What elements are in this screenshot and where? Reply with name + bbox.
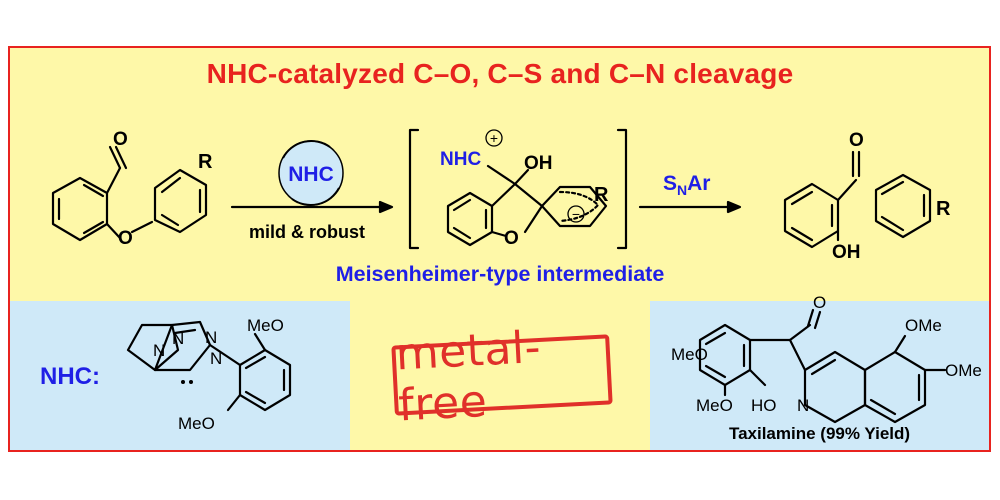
conditions-label: mild & robust	[249, 222, 365, 242]
nhc-meo-top: MeO	[247, 316, 284, 335]
catalyst-label: NHC	[288, 163, 334, 186]
nhc-n2: N	[210, 349, 222, 368]
prod-r-group: R	[936, 198, 951, 220]
tax-meo-2: MeO	[696, 396, 733, 415]
nhc-n3: N	[153, 341, 165, 360]
carbene-lone-pair-2	[189, 380, 193, 384]
sm-benzene-ring	[51, 176, 109, 242]
int-r-group: R	[594, 184, 609, 206]
sm-aryl-ring	[153, 168, 208, 234]
nhc-aryl-ring	[238, 348, 292, 412]
sm-ether-o: O	[118, 228, 133, 249]
prod-ketone-o: O	[849, 130, 864, 151]
nhc-n4: N	[172, 329, 184, 348]
plus-charge: +	[490, 130, 498, 146]
nhc-structure-panel	[10, 301, 350, 450]
tax-ho: HO	[751, 396, 777, 415]
sm-aldehyde-o: O	[113, 129, 128, 150]
tax-isoquinoline-a	[803, 350, 867, 424]
tax-isoquinoline-b	[863, 350, 927, 424]
minus-charge: −	[572, 206, 580, 222]
nhc-meo-bottom: MeO	[178, 414, 215, 433]
prod-aryl-ring	[874, 173, 932, 239]
nhc-panel-label: NHC:	[40, 363, 100, 390]
nhc-n1: N	[205, 328, 217, 347]
tax-ome-1: OMe	[905, 316, 942, 335]
taxilamine-caption: Taxilamine (99% Yield)	[728, 424, 911, 443]
int-ether-o: O	[504, 228, 519, 249]
minus-charge-circle	[567, 205, 585, 223]
snar-label: SNAr	[663, 172, 710, 198]
int-oh-label: OH	[524, 153, 553, 174]
tax-n: N	[797, 396, 809, 415]
metal-free-stamp: metal-free	[391, 322, 613, 431]
sm-r-group: R	[198, 151, 213, 173]
intermediate-caption: Meisenheimer-type intermediate	[335, 262, 665, 286]
nhc-pyrrolidine-ring	[126, 323, 180, 372]
int-anion-ring	[540, 185, 608, 228]
diagram-title: NHC-catalyzed C–O, C–S and C–N cleavage	[206, 58, 794, 89]
nhc-triazole-ring	[153, 320, 212, 372]
tax-meo-1: MeO	[671, 345, 708, 364]
taxilamine-panel	[650, 301, 989, 450]
carbene-lone-pair-1	[181, 380, 185, 384]
tax-ketone-o: O	[813, 293, 826, 312]
prod-oh-label: OH	[832, 242, 861, 263]
stamp-text: metal-free	[394, 321, 543, 432]
plus-charge-circle	[485, 129, 503, 147]
int-nhc-label: NHC	[440, 149, 481, 170]
tax-ome-2: OMe	[945, 361, 982, 380]
